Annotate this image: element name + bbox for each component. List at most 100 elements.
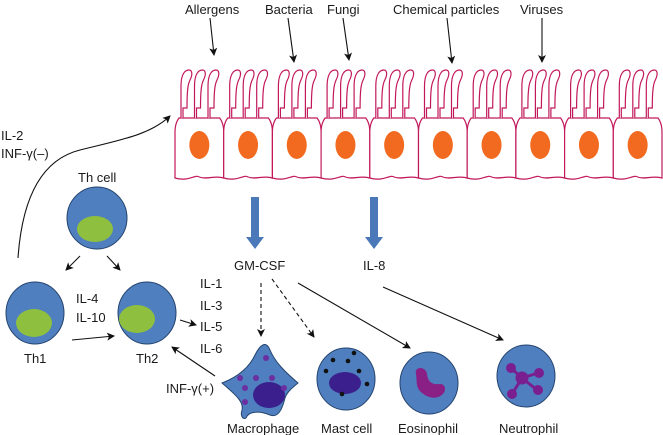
mast-cell-label: Mast cell xyxy=(321,421,372,435)
th-cell-nucleus xyxy=(77,216,113,242)
epithelial-cell xyxy=(466,69,517,180)
eosinophil-label: Eosinophil xyxy=(398,421,458,435)
cytokine-il5-label: IL-5 xyxy=(200,319,222,334)
cilium xyxy=(570,69,582,118)
epithelial-cell xyxy=(223,69,273,180)
gm-csf-pathway-arrow xyxy=(246,197,264,249)
stimulus-label-bacteria: Bacteria xyxy=(265,2,313,17)
cilium xyxy=(521,69,534,118)
th-to-th1-arrow xyxy=(65,255,81,271)
bacteria-arrow xyxy=(287,17,298,63)
cilium xyxy=(193,69,206,118)
cilium xyxy=(632,69,645,118)
epithelial-cell xyxy=(174,69,225,180)
macrophage-nucleus xyxy=(253,382,285,408)
cilium xyxy=(340,69,352,118)
th-cell-label: Th cell xyxy=(78,170,116,185)
th2-to-cytokines-arrow xyxy=(179,319,197,327)
feedback-il2-label: IL-2 xyxy=(1,128,23,143)
cilium xyxy=(353,69,366,118)
th1-to-th2-arrow xyxy=(71,332,115,341)
stimulus-label-fungi: Fungi xyxy=(327,2,360,17)
neutrophil xyxy=(496,344,556,408)
epithelial-cell xyxy=(564,69,614,180)
cilium xyxy=(375,69,388,118)
cilium xyxy=(597,69,609,118)
epithelial-nucleus xyxy=(627,131,648,159)
neutrophil-nucleus xyxy=(506,363,544,399)
cilium xyxy=(388,69,401,118)
cilium xyxy=(472,69,485,118)
fungi-arrow xyxy=(342,17,352,61)
gm-csf-to-eosinophil-arrow xyxy=(297,282,411,349)
cilium xyxy=(402,69,415,118)
cilium xyxy=(326,69,339,118)
gm-csf-label: GM-CSF xyxy=(234,258,285,273)
epithelial-nucleus xyxy=(578,131,599,159)
epithelial-nucleus xyxy=(530,131,551,159)
cytokine-il6-label: IL-6 xyxy=(200,341,222,356)
cilium xyxy=(645,69,658,118)
epithelial-nucleus xyxy=(286,131,307,159)
epithelial-nucleus xyxy=(189,131,210,159)
stimulus-label-allergens: Allergens xyxy=(185,2,240,17)
cytokine-il1-label: IL-1 xyxy=(200,276,222,291)
cytokine-il3-label: IL-3 xyxy=(200,298,222,313)
stimulus-label-viruses: Viruses xyxy=(520,2,564,17)
macrophage xyxy=(221,344,299,419)
cilium xyxy=(423,69,436,118)
epithelial-nucleus xyxy=(238,131,259,159)
epithelial-nucleus xyxy=(432,131,453,159)
cilium xyxy=(618,69,631,118)
epithelial-cell xyxy=(515,69,566,180)
th-to-th2-arrow xyxy=(106,255,121,271)
th2-cell xyxy=(117,281,177,345)
cilium xyxy=(256,69,269,118)
cilium xyxy=(277,69,290,118)
cilium xyxy=(583,69,596,118)
epithelial-cell xyxy=(417,69,468,180)
cilium xyxy=(486,69,499,118)
epithelial-nucleus xyxy=(335,131,356,159)
stimuli: Allergens Bacteria Fungi Chemical partic… xyxy=(185,2,564,64)
th2-nucleus xyxy=(119,305,155,333)
macrophage-to-th2-arrow xyxy=(171,346,216,377)
epithelial-cell xyxy=(320,69,371,180)
cilium xyxy=(242,69,255,118)
il8-to-neutrophil-arrow xyxy=(382,286,504,341)
cilium xyxy=(229,69,242,118)
chemical-particles-arrow xyxy=(446,17,456,64)
epithelial-cell xyxy=(369,69,420,180)
mast-cell-nucleus xyxy=(329,372,361,394)
th1-to-epithelium-arrow xyxy=(17,115,171,259)
il10-label: IL-10 xyxy=(76,310,106,325)
cilium xyxy=(534,69,547,118)
cilium xyxy=(291,69,304,118)
cilium xyxy=(548,69,561,118)
eosinophil-nucleus xyxy=(415,368,446,398)
infg-pos-label: INF-γ(+) xyxy=(166,381,214,396)
gm-csf-to-mast-cell-arrow xyxy=(271,278,315,338)
cilium xyxy=(437,69,450,118)
il8-label: IL-8 xyxy=(363,258,385,273)
cilium xyxy=(180,69,193,118)
epithelial-cell xyxy=(612,69,663,180)
th2-label: Th2 xyxy=(136,351,158,366)
macrophage-label: Macrophage xyxy=(227,421,299,435)
neutrophil-label: Neutrophil xyxy=(499,421,558,435)
il4-label: IL-4 xyxy=(76,291,98,306)
cilium xyxy=(304,69,317,118)
cilium xyxy=(207,69,220,118)
epithelial-layer xyxy=(174,69,663,180)
stimulus-label-chemical-particles: Chemical particles xyxy=(393,2,500,17)
eosinophil xyxy=(399,351,459,415)
feedback-infg-neg-label: INF-γ(–) xyxy=(1,146,49,161)
allergens-arrow xyxy=(209,17,218,56)
th1-nucleus xyxy=(16,309,52,337)
epithelial-nucleus xyxy=(481,131,502,159)
th1-cell xyxy=(5,281,65,345)
mast-cell xyxy=(316,347,376,411)
epithelial-nucleus xyxy=(384,131,405,159)
il8-pathway-arrow xyxy=(365,197,383,249)
